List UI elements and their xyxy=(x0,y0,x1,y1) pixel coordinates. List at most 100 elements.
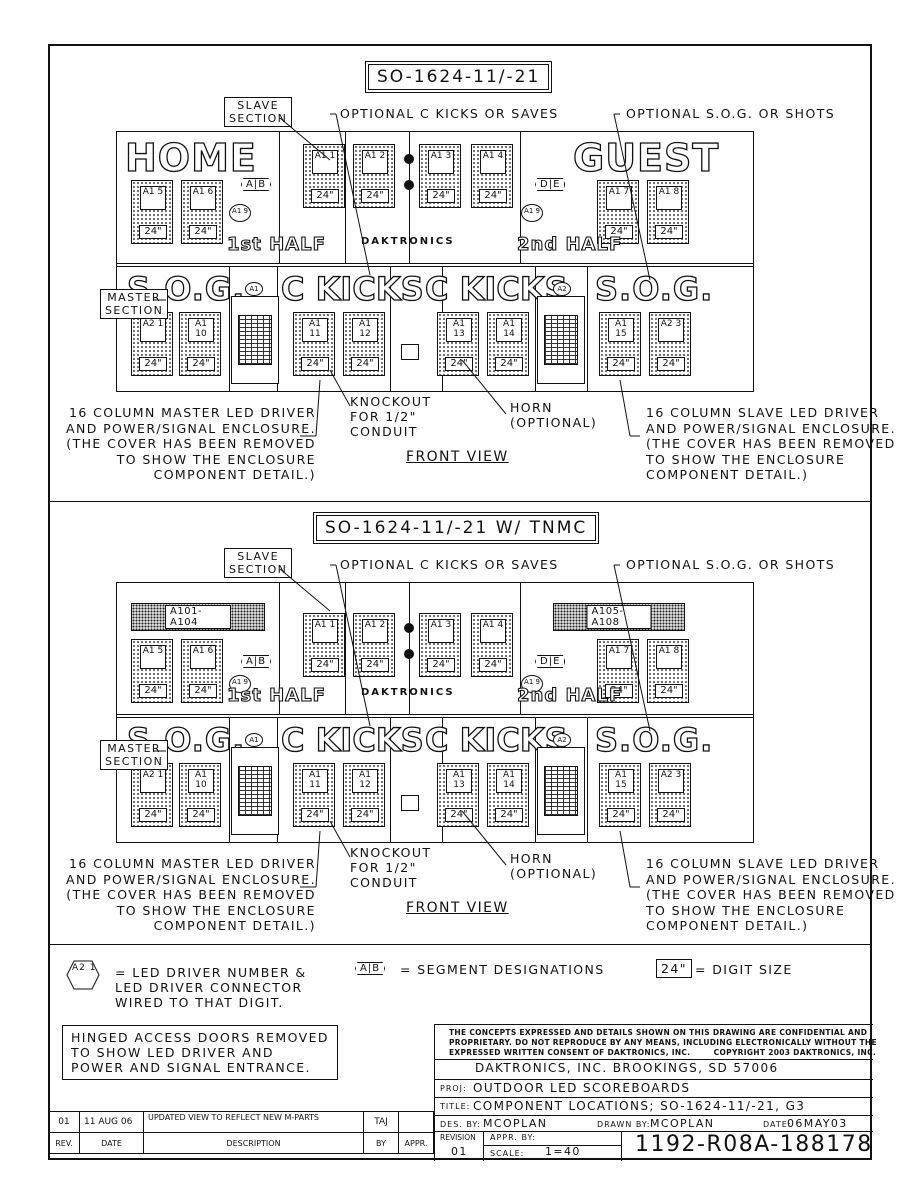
enclosure-label: A2 xyxy=(553,282,571,296)
first-half-label: 1st HALF xyxy=(226,233,326,255)
period-driver-label: A1 9 xyxy=(521,204,543,222)
digit-size-label: 24" xyxy=(445,357,473,371)
period-driver-label: A1 9 xyxy=(229,204,251,222)
horn-icon xyxy=(401,795,419,811)
drawn-by: MCOPLAN xyxy=(650,1117,715,1130)
digit-size-label: 24" xyxy=(607,808,635,822)
brand-label: DAKTRONICS xyxy=(361,236,455,247)
digit-driver-label: A2 1 xyxy=(140,318,166,342)
proj-label: PROJ: xyxy=(440,1084,467,1093)
horn-callout: HORN (OPTIONAL) xyxy=(510,400,598,430)
digit-size-label: 24" xyxy=(189,684,217,698)
drawing-sheet xyxy=(48,44,872,1160)
digit-module: A1 15 24" xyxy=(599,312,641,376)
optional-kicks-callout: OPTIONAL C KICKS OR SAVES xyxy=(340,106,559,121)
revision-header-row: REV. DATE DESCRIPTION BY APPR. xyxy=(48,1132,434,1154)
indicator-dot xyxy=(404,154,414,164)
digit-size-label: 24" xyxy=(361,189,389,203)
guest-label: GUEST xyxy=(572,135,720,180)
digit-size-label: 24" xyxy=(301,808,329,822)
strip-label: A101-A104 xyxy=(165,605,231,629)
front-view-label: FRONT VIEW xyxy=(406,449,509,465)
digit-size-label: 24" xyxy=(139,808,167,822)
digit-driver-label: A1 10 xyxy=(188,769,214,793)
digit-driver-label: A1 11 xyxy=(302,318,328,342)
master-divider xyxy=(390,266,391,391)
confidential-notice: THE CONCEPTS EXPRESSED AND DETAILS SHOWN… xyxy=(449,1028,877,1057)
slave-divider xyxy=(279,132,280,263)
digit-size-label: 24" xyxy=(657,357,685,371)
driver-board xyxy=(238,315,272,365)
section-seam xyxy=(117,717,753,718)
led-message-strip: A101-A104 xyxy=(131,603,265,631)
digit-driver-label: A1 3 xyxy=(428,150,454,174)
digit-module: A1 10 24" xyxy=(179,763,221,827)
digit-driver-label: A1 14 xyxy=(496,318,522,342)
revision-label: REVISION xyxy=(440,1133,476,1142)
slave-divider xyxy=(279,583,280,714)
digit-driver-label: A1 1 xyxy=(312,150,338,174)
digit-driver-label: A1 15 xyxy=(608,769,634,793)
segment-designation: A|B xyxy=(241,178,272,191)
scale-value: 1=40 xyxy=(545,1145,581,1158)
rev-cell: 01 xyxy=(48,1111,80,1133)
second-half-label: 2nd HALF xyxy=(516,233,623,255)
rev-appr-cell xyxy=(398,1111,434,1133)
driver-hex-icon xyxy=(66,960,100,990)
indicator-dot xyxy=(404,649,414,659)
master-driver-callout: 16 COLUMN MASTER LED DRIVER AND POWER/SI… xyxy=(66,405,316,482)
kicks-left-label: C KICKS xyxy=(280,720,424,759)
date-label: DATE: xyxy=(763,1120,792,1129)
digit-size-label: 24" xyxy=(139,684,167,698)
master-divider xyxy=(229,266,230,391)
section-seam xyxy=(117,263,753,264)
view-title: SO-1624-11/-21 xyxy=(364,61,553,93)
digit-driver-label: A2 3 xyxy=(658,318,684,342)
enclosure-label: A2 xyxy=(553,733,571,747)
des-label: DES. BY: xyxy=(440,1120,481,1129)
period-driver-label: A1 9 xyxy=(229,675,251,693)
digit-size-label: 24" xyxy=(479,658,507,672)
slave-driver-enclosure xyxy=(537,747,585,835)
front-view-label: FRONT VIEW xyxy=(406,900,509,916)
digit-size-label: 24" xyxy=(189,225,217,239)
digit-driver-label: A1 11 xyxy=(302,769,328,793)
rev-by-cell: TAJ xyxy=(363,1111,399,1133)
revision-number: 01 xyxy=(451,1145,468,1158)
led-message-strip: A105-A108 xyxy=(553,603,685,631)
slave-divider xyxy=(409,132,410,263)
section-seam xyxy=(117,714,753,715)
first-half-label: 1st HALF xyxy=(226,684,326,706)
section-seam xyxy=(117,266,753,267)
digit-size-label: 24" xyxy=(655,684,683,698)
date-header: DATE xyxy=(79,1132,144,1154)
digit-driver-label: A1 3 xyxy=(428,619,454,643)
brand-label: DAKTRONICS xyxy=(361,687,455,698)
digit-module: A2 3 24" xyxy=(649,312,691,376)
master-divider xyxy=(229,717,230,842)
digit-size-label: 24" xyxy=(607,357,635,371)
digit-driver-label: A1 15 xyxy=(608,318,634,342)
digit-size-label: 24" xyxy=(427,658,455,672)
digit-size-label: 24" xyxy=(187,808,215,822)
master-divider xyxy=(390,717,391,842)
appr-header: APPR. xyxy=(398,1132,434,1154)
master-driver-enclosure xyxy=(231,296,279,384)
digit-size-label: 24" xyxy=(351,808,379,822)
slave-divider xyxy=(520,583,521,714)
digit-driver-label: A1 5 xyxy=(140,186,166,210)
scale-label: SCALE: xyxy=(490,1149,525,1158)
digit-size-label: 24" xyxy=(139,225,167,239)
legend-hex-label: A2 1 xyxy=(72,963,97,973)
master-divider xyxy=(587,717,588,842)
indicator-dot xyxy=(404,623,414,633)
drawing-date: 06MAY03 xyxy=(787,1117,848,1130)
